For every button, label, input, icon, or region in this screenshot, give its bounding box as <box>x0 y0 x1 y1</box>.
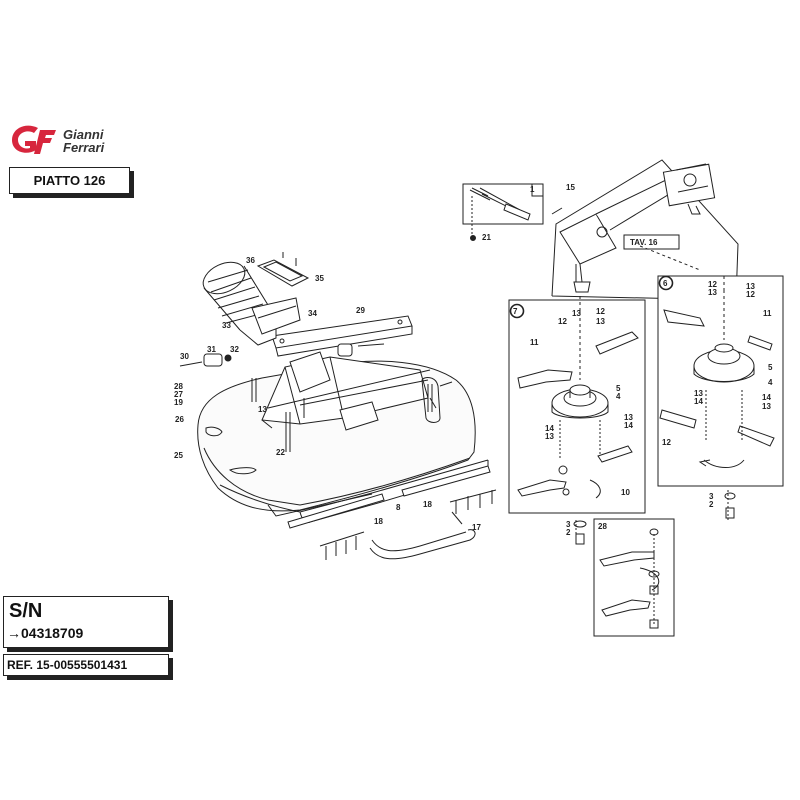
callout-29: 30 <box>180 352 189 361</box>
circle-badge-6-label: 6 <box>663 279 668 288</box>
circle-badge-7-label: 7 <box>513 307 518 316</box>
callout-15-a: 13 <box>624 413 633 422</box>
callout-13-c: 12 <box>708 280 717 289</box>
detail-28 <box>593 518 675 637</box>
callout-24: 26 <box>175 415 184 424</box>
callout-3-a: 3 <box>566 520 571 529</box>
callout-5-a: 5 <box>616 384 621 393</box>
tav-label: TAV. 16 <box>630 238 658 247</box>
callout-21: 21 <box>482 233 491 242</box>
reference-label: REF. <box>7 658 34 672</box>
callout-34: 35 <box>315 274 324 283</box>
detail-6-blade-assembly <box>657 275 784 520</box>
callout-15-b: 13 <box>545 432 554 441</box>
callout-27: 29 <box>356 306 365 315</box>
spacer-parts <box>179 343 385 367</box>
tav-box <box>623 234 680 250</box>
rake-assembly <box>287 465 497 560</box>
brand-name-line1: Gianni <box>63 127 104 142</box>
callout-20: 22 <box>276 448 285 457</box>
callout-4-b: 4 <box>768 378 773 387</box>
callout-26: 28 <box>174 382 183 391</box>
serial-value: 04318709 <box>21 625 84 641</box>
reference-row: REF. 15-00555501431 <box>7 658 127 672</box>
gf-logo-icon <box>12 125 56 154</box>
callout-18: 18 <box>423 500 432 509</box>
serial-box: S/N →04318709 <box>3 596 169 648</box>
serial-label: S/N <box>9 600 43 622</box>
callout-16-a: 14 <box>624 421 633 430</box>
arrow-icon: → <box>7 625 21 641</box>
callout-33: 34 <box>308 309 317 318</box>
detail-7-blade-assembly <box>508 299 646 545</box>
callout-11-b: 11 <box>763 309 772 318</box>
title-box: PIATTO 126 <box>9 167 130 194</box>
callout-17: 17 <box>472 523 481 532</box>
callout-5-b: 5 <box>768 363 773 372</box>
callout-14-b: 13 <box>596 317 605 326</box>
cover-plate <box>256 259 310 287</box>
callout-10: 10 <box>621 488 630 497</box>
callout-22: 25 <box>174 451 183 460</box>
callout-13-d: 12 <box>746 290 755 299</box>
callout-12: 12 <box>662 438 671 447</box>
callout-13-a: 12 <box>596 307 605 316</box>
callout-30: 31 <box>207 345 216 354</box>
serial-value-row: →04318709 <box>7 625 83 641</box>
callout-31: 32 <box>230 345 239 354</box>
callout-14-d: 13 <box>746 282 755 291</box>
reference-box: REF. 15-00555501431 <box>3 654 169 676</box>
leader-lines <box>579 245 725 312</box>
detail-badge-28: 28 <box>598 522 607 531</box>
callout-15: 13 <box>258 405 267 414</box>
gearbox-assembly <box>551 159 739 301</box>
circle-badge-7 <box>509 303 525 319</box>
reference-value: 15-00555501431 <box>36 658 128 672</box>
callout-2-a: 2 <box>566 528 571 537</box>
callout-15-d: 13 <box>762 402 771 411</box>
callout-16-b: 14 <box>545 424 554 433</box>
callout-13-b: 12 <box>558 317 567 326</box>
brand-name-line2: Ferrari <box>63 140 105 155</box>
callout-32: 33 <box>222 321 231 330</box>
callout-16-c: 14 <box>694 397 703 406</box>
callout-35: 36 <box>246 256 255 265</box>
callout-2-b: 2 <box>709 500 714 509</box>
callout-14-a: 13 <box>572 309 581 318</box>
callout-16-d: 14 <box>762 393 771 402</box>
circle-badge-6 <box>658 275 674 291</box>
callout-3-b: 3 <box>709 492 714 501</box>
callout-11-a: 11 <box>530 338 539 347</box>
callout-9: 15 <box>566 183 575 192</box>
callout-19: 19 <box>174 398 183 407</box>
discharge-duct <box>202 261 301 346</box>
callout-25: 27 <box>174 390 183 399</box>
callout-14-c: 13 <box>708 288 717 297</box>
callout-15-c: 13 <box>694 389 703 398</box>
detail-1 <box>462 183 563 241</box>
callout-4-a: 4 <box>616 392 621 401</box>
page-title: PIATTO 126 <box>33 173 106 188</box>
mower-deck <box>197 351 489 523</box>
callout-18b: 18 <box>374 517 383 526</box>
callout-8: 8 <box>396 503 401 512</box>
detail-badge-1: 1 <box>530 185 535 194</box>
